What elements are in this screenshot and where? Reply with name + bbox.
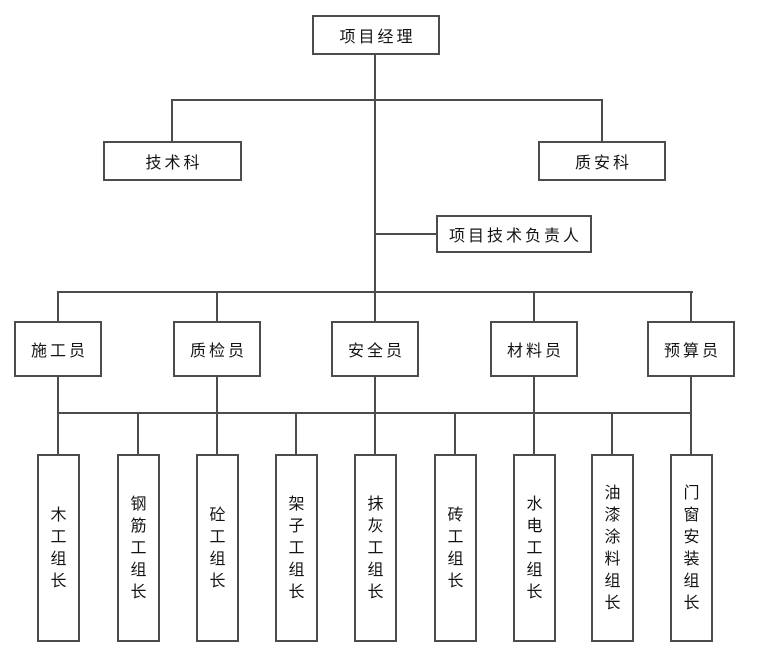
connector-drop-staff-2 — [216, 291, 218, 321]
node-scaffolding-team-leader: 架子工组长 — [275, 454, 318, 642]
node-quality-safety-dept: 质安科 — [538, 141, 666, 181]
connector-drop-team-5 — [374, 377, 376, 454]
connector-level2-horizontal — [171, 99, 603, 101]
connector-drop-team-4 — [295, 412, 297, 454]
node-project-manager: 项目经理 — [312, 15, 440, 55]
node-bricklaying-team-leader: 砖工组长 — [434, 454, 477, 642]
connector-level4-horizontal — [57, 291, 693, 293]
connector-drop-staff-5 — [690, 291, 692, 321]
connector-drop-team-3 — [216, 377, 218, 454]
team-leader-label: 钢筋工组长 — [130, 494, 147, 601]
team-leader-label: 架子工组长 — [288, 494, 305, 601]
node-budget-officer: 预算员 — [647, 321, 735, 377]
connector-drop-staff-1 — [57, 291, 59, 321]
node-project-technical-lead: 项目技术负责人 — [436, 215, 592, 253]
connector-drop-tech-dept — [171, 99, 173, 141]
connector-drop-team-6 — [454, 412, 456, 454]
connector-drop-team-7 — [533, 377, 535, 454]
node-plumbing-electrical-team-leader: 水电工组长 — [513, 454, 556, 642]
node-plastering-team-leader: 抹灰工组长 — [354, 454, 397, 642]
connector-stub-tech-lead — [374, 233, 436, 235]
node-carpentry-team-leader: 木工组长 — [37, 454, 80, 642]
team-leader-label: 抹灰工组长 — [367, 494, 384, 601]
team-leader-label: 油漆涂料组长 — [604, 483, 621, 612]
team-leader-label: 砼工组长 — [209, 505, 226, 590]
node-quality-inspector: 质检员 — [173, 321, 261, 377]
node-door-window-install-team-leader: 门窗安装组长 — [670, 454, 713, 642]
connector-drop-qa-dept — [601, 99, 603, 141]
connector-drop-team-2 — [137, 412, 139, 454]
node-rebar-team-leader: 钢筋工组长 — [117, 454, 160, 642]
connector-root-vertical — [374, 54, 376, 321]
node-technical-dept: 技术科 — [103, 141, 242, 181]
node-concrete-team-leader: 砼工组长 — [196, 454, 239, 642]
team-leader-label: 砖工组长 — [447, 505, 464, 590]
node-paint-coating-team-leader: 油漆涂料组长 — [591, 454, 634, 642]
connector-drop-team-9 — [690, 377, 692, 454]
connector-drop-staff-4 — [533, 291, 535, 321]
node-safety-officer: 安全员 — [331, 321, 419, 377]
team-leader-label: 木工组长 — [50, 505, 67, 590]
connector-drop-team-8 — [611, 412, 613, 454]
connector-drop-team-1 — [57, 377, 59, 454]
team-leader-label: 门窗安装组长 — [683, 483, 700, 612]
node-construction-officer: 施工员 — [14, 321, 102, 377]
node-materials-officer: 材料员 — [490, 321, 578, 377]
team-leader-label: 水电工组长 — [526, 494, 543, 601]
